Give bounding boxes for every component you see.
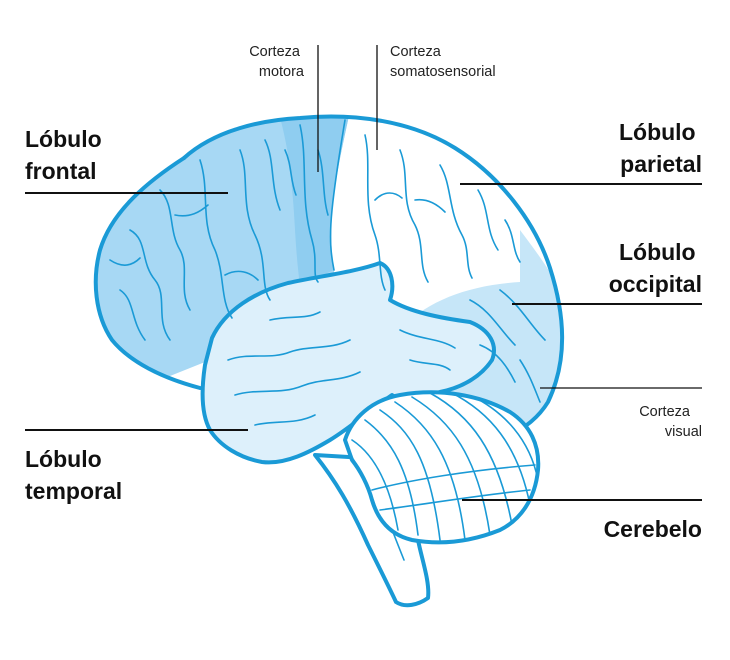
label-somatosensory-cortex: Corteza somatosensorial xyxy=(390,44,496,80)
label-temporal-line1: Lóbulo xyxy=(25,446,102,472)
central-sulcus xyxy=(329,119,346,271)
motor-gyri xyxy=(284,124,329,283)
label-motor-cortex: Corteza motora xyxy=(249,44,305,80)
label-parietal: Lóbulo parietal xyxy=(619,119,702,177)
label-temporal-line2: temporal xyxy=(25,478,122,504)
temporal-gyri xyxy=(227,311,456,426)
label-cerebellum-line1: Cerebelo xyxy=(604,516,702,542)
label-occipital-line1: Lóbulo xyxy=(619,239,696,265)
label-occipital-line2: occipital xyxy=(609,271,702,297)
parietal-gyri xyxy=(364,134,521,291)
label-occipital: Lóbulo occipital xyxy=(609,239,702,297)
label-parietal-line2: parietal xyxy=(620,151,702,177)
label-visual-line2: visual xyxy=(665,424,702,440)
motor-cortex xyxy=(278,116,350,285)
label-frontal-line2: frontal xyxy=(25,158,97,184)
frontal-gyri xyxy=(109,139,281,341)
cerebellum-folia xyxy=(347,392,539,541)
label-motor-line1: Corteza xyxy=(249,44,301,60)
label-parietal-line1: Lóbulo xyxy=(619,119,696,145)
label-visual-line1: Corteza xyxy=(639,404,691,420)
label-cerebellum: Cerebelo xyxy=(604,516,702,542)
label-frontal: Lóbulo frontal xyxy=(25,126,108,184)
label-motor-line2: motora xyxy=(259,64,305,80)
brain-outline xyxy=(182,114,565,447)
temporal-lobe xyxy=(200,261,496,465)
label-temporal: Lóbulo temporal xyxy=(25,446,122,504)
label-somato-line2: somatosensorial xyxy=(390,64,496,80)
occipital-gyri xyxy=(469,289,546,403)
label-visual-cortex: Corteza visual xyxy=(639,404,702,440)
label-somato-line1: Corteza xyxy=(390,44,442,60)
label-frontal-line1: Lóbulo xyxy=(25,126,102,152)
